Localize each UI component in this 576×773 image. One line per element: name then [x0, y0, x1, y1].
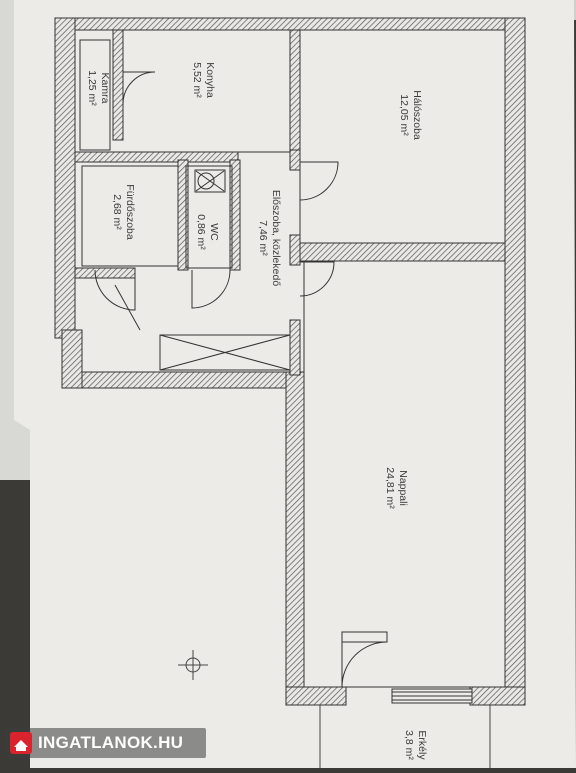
door-furdo	[94, 269, 136, 311]
door-nappali	[299, 261, 335, 297]
room-outlines	[74, 29, 506, 688]
erkely-area: 3,8 m²	[403, 730, 415, 760]
wc-area: 0,86 m²	[195, 214, 207, 250]
nappali-area: 24,81 m²	[384, 467, 396, 509]
furdo-area: 2,68 m²	[111, 194, 123, 230]
door-entry-line	[114, 284, 141, 331]
konyha-area: 5,52 m²	[191, 62, 203, 98]
halo-name: Hálószoba	[411, 90, 423, 140]
doors	[94, 71, 388, 688]
door-halo	[299, 161, 339, 201]
crosshair-mark	[178, 650, 208, 680]
konyha-name: Konyha	[204, 62, 216, 98]
kamra-name: Kamra	[99, 73, 111, 104]
wc-name: WC	[208, 223, 220, 241]
eloszoba-area: 7,46 m²	[257, 220, 269, 256]
door-kamra	[122, 71, 156, 105]
ingatlanok-watermark: INGATLANOK.HU	[6, 728, 206, 758]
toilet-symbol	[194, 169, 226, 193]
watermark-text: INGATLANOK.HU	[38, 733, 184, 752]
nappali-name: Nappali	[397, 470, 409, 506]
eloszoba-name: Előszoba, közlekedő	[270, 190, 282, 286]
house-logo-icon	[10, 732, 32, 754]
ventilation-shaft	[159, 334, 291, 371]
halo-area: 12,05 m²	[398, 94, 410, 136]
kamra-area: 1,25 m²	[86, 70, 98, 106]
room-labels: Hálószoba 12,05 m² Konyha 5,52 m² Kamra …	[86, 62, 428, 760]
door-wc	[191, 269, 231, 309]
furdo-name: Fürdőszoba	[124, 184, 136, 240]
erkely-name: Erkély	[416, 730, 428, 760]
balcony-outline	[319, 705, 491, 768]
walls	[54, 17, 526, 706]
